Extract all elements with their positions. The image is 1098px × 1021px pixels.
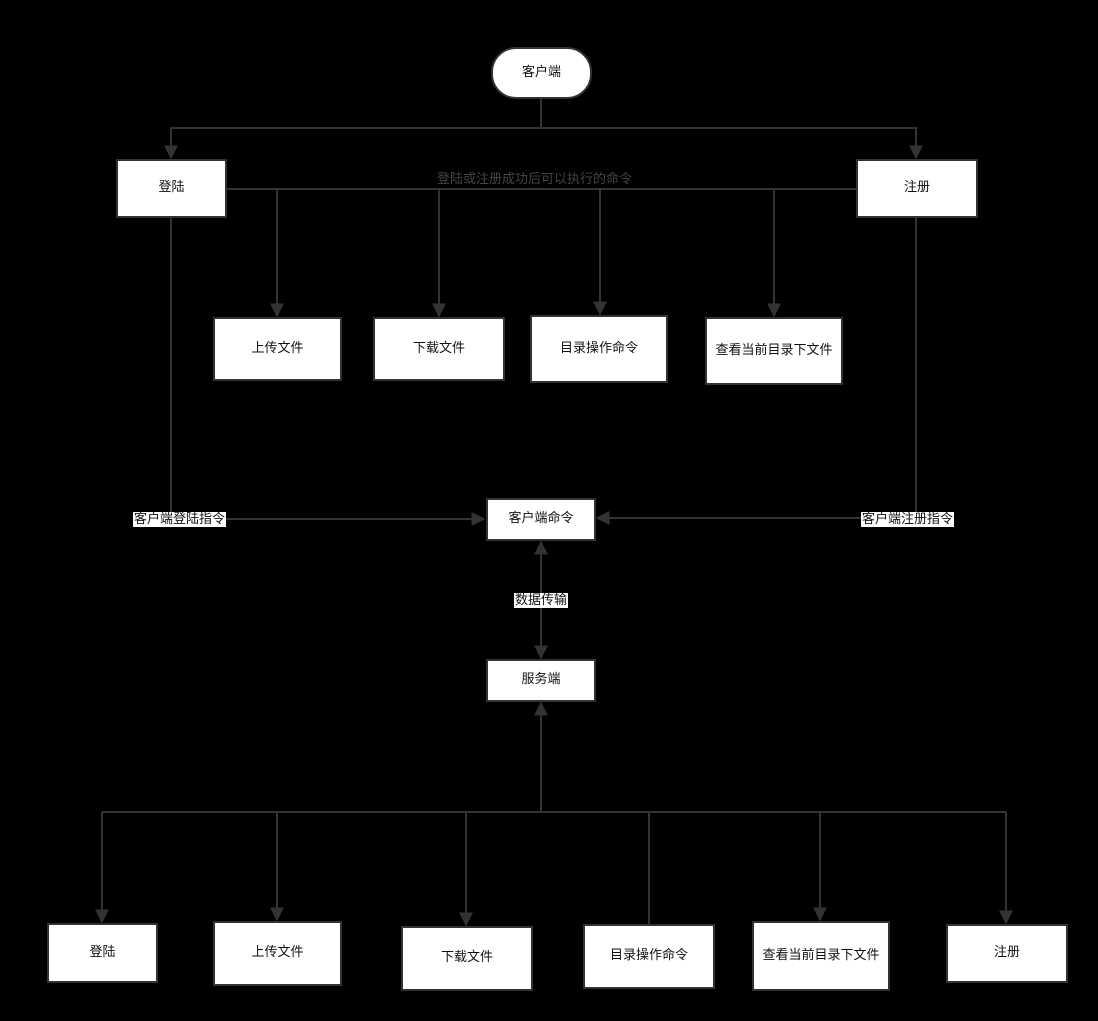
server-node[interactable]: 服务端 — [486, 659, 596, 702]
download-bottom-node[interactable]: 下载文件 — [401, 926, 533, 991]
edge-client-to-register — [541, 127, 923, 160]
data-transfer-label: 数据传输 — [514, 593, 569, 608]
list-bottom-node[interactable]: 查看当前目录下文件 — [752, 921, 890, 991]
upload-top-node[interactable]: 上传文件 — [213, 317, 342, 381]
dirop-bottom-node[interactable]: 目录操作命令 — [583, 924, 715, 989]
register-command-label: 客户端注册指令 — [861, 512, 955, 527]
dirop-top-node[interactable]: 目录操作命令 — [530, 315, 668, 383]
login-bottom-node[interactable]: 登陆 — [47, 923, 158, 983]
list-top-node[interactable]: 查看当前目录下文件 — [705, 317, 843, 385]
login-command-label: 客户端登陆指令 — [133, 512, 227, 527]
edge-client-to-login — [164, 127, 541, 160]
after-auth-commands-label: 登陆或注册成功后可以执行的命令 — [437, 172, 633, 187]
login-top-node[interactable]: 登陆 — [116, 159, 227, 218]
download-top-node[interactable]: 下载文件 — [373, 317, 505, 381]
client-node[interactable]: 客户端 — [491, 47, 592, 99]
upload-bottom-node[interactable]: 上传文件 — [213, 921, 342, 986]
register-top-node[interactable]: 注册 — [856, 159, 978, 218]
client-command-node[interactable]: 客户端命令 — [486, 498, 596, 541]
register-bottom-node[interactable]: 注册 — [946, 924, 1068, 983]
